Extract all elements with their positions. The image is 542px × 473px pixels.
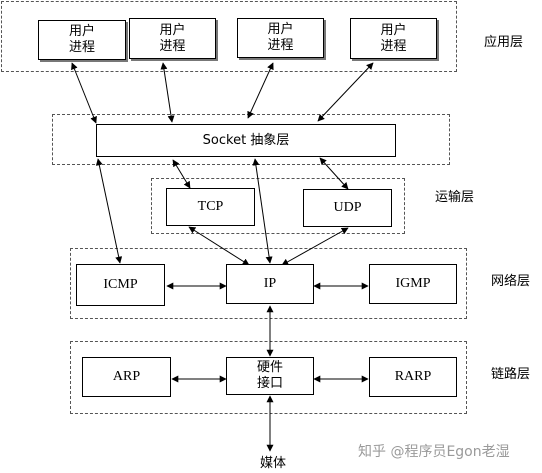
tcp-box: TCP (166, 188, 255, 226)
arrow-socket-icmp (95, 158, 123, 264)
rarp-box: RARP (369, 357, 457, 397)
ip-box: IP (226, 264, 314, 304)
watermark-text: 知乎 @程序员Egon老湿 (358, 444, 510, 460)
application-layer-label: 应用层 (484, 35, 524, 50)
hardware-interface-box: 硬件 接口 (226, 357, 314, 395)
arp-box: ARP (82, 357, 171, 397)
media-label: 媒体 (260, 456, 287, 471)
arrow-process2-socket (160, 62, 175, 123)
user-process-1-box: 用户 进程 (38, 20, 126, 60)
igmp-box: IGMP (369, 264, 457, 304)
udp-box: UDP (303, 189, 392, 227)
arrow-process3-socket (247, 62, 274, 119)
user-process-2-box: 用户 进程 (129, 18, 216, 59)
transport-layer-label: 运输层 (435, 190, 475, 205)
arrow-process4-socket (317, 62, 374, 122)
arrow-socket-tcp (172, 159, 191, 189)
arrow-udp-ip (281, 227, 349, 266)
arrow-socket-ip (252, 158, 273, 264)
arrow-process1-socket (71, 62, 97, 124)
network-layer-label: 网络层 (491, 274, 531, 289)
link-layer-label: 链路层 (491, 367, 531, 382)
arrow-tcp-ip (188, 226, 250, 266)
icmp-box: ICMP (76, 264, 165, 306)
user-process-3-box: 用户 进程 (237, 18, 324, 58)
application-layer-frame (1, 1, 457, 72)
transport-layer-frame (151, 178, 405, 234)
user-process-4-box: 用户 进程 (350, 18, 437, 59)
arrow-socket-udp (319, 157, 349, 190)
socket-layer-box: Socket 抽象层 (96, 124, 396, 157)
